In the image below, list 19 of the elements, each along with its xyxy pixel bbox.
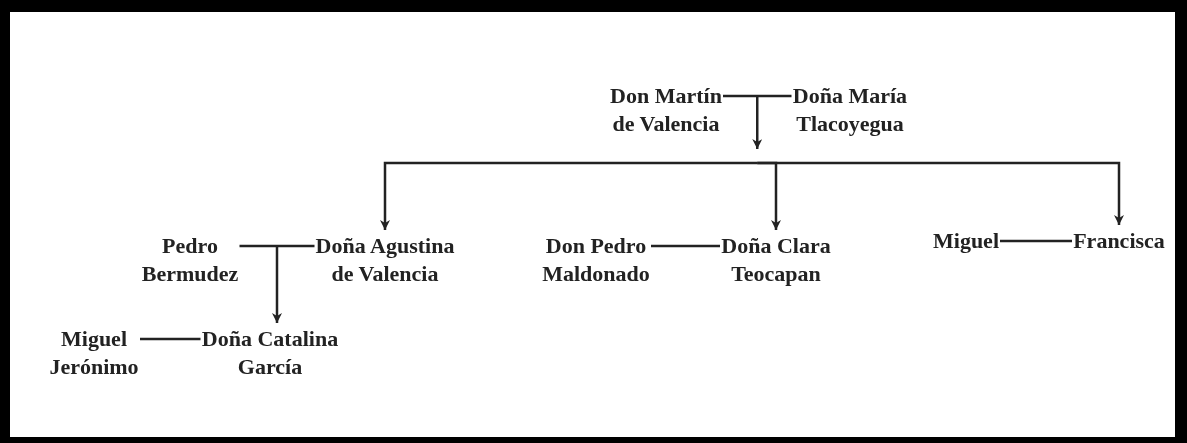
descent-arrow: [757, 161, 1124, 225]
descent-arrow: [752, 96, 763, 149]
descent-arrow: [272, 246, 282, 323]
person-name: Doña Agustina de Valencia: [314, 232, 456, 288]
person-name: Doña Catalina García: [200, 325, 340, 381]
marriage-line: [239, 244, 315, 248]
person-name: Pedro Bermudez: [140, 232, 240, 288]
person-name: Doña Clara Teocapan: [720, 232, 832, 288]
person-name: Miguel: [932, 227, 1000, 255]
descent-arrow: [380, 161, 758, 230]
person-name: Don Pedro Maldonado: [541, 232, 651, 288]
marriage-line: [651, 244, 720, 248]
marriage-line: [140, 337, 201, 341]
person-name: Miguel Jerónimo: [48, 325, 140, 381]
person-name: Don Martín de Valencia: [609, 82, 723, 138]
marriage-line: [1000, 239, 1072, 243]
marriage-line: [723, 94, 792, 98]
person-name: Doña María Tlacoyegua: [791, 82, 909, 138]
person-name: Francisca: [1072, 227, 1166, 255]
